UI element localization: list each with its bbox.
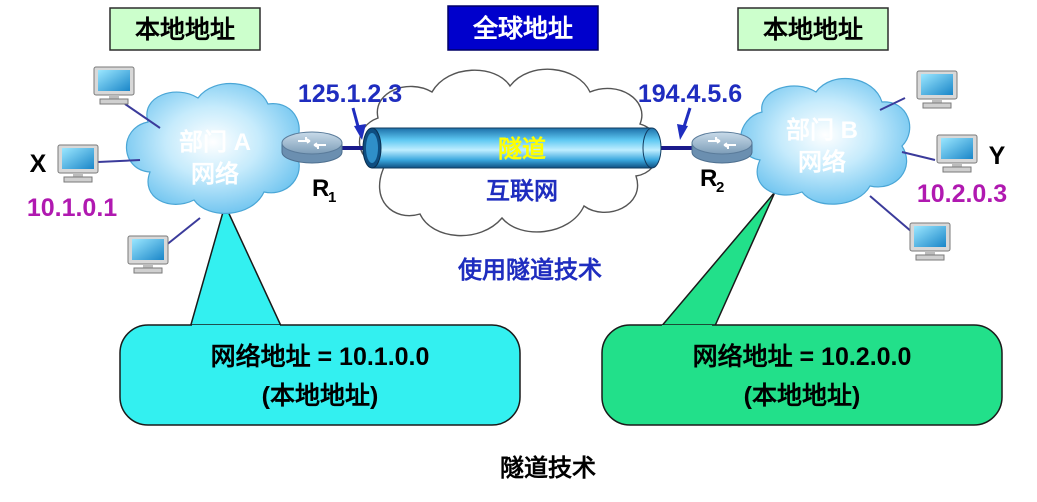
- dept-a-label-line1: 部门 A: [179, 128, 251, 156]
- callout-left-line2: (本地地址): [262, 382, 379, 410]
- link-pc-b-top: [879, 97, 906, 111]
- pc-icon-y: [936, 134, 978, 173]
- internet-label: 互联网: [486, 178, 558, 205]
- ip-arrow-r1: [351, 107, 366, 140]
- tunnel-label: 隧道: [498, 135, 546, 163]
- using-tunnel-label: 使用隧道技术: [457, 256, 602, 284]
- local-address-box-left: 本地地址: [109, 7, 261, 51]
- dept-b-cloud: [740, 77, 911, 205]
- dept-a-label-line2: 网络: [191, 160, 239, 188]
- global-address-box: 全球地址: [447, 5, 599, 51]
- router-r2-label: R 2: [700, 165, 724, 196]
- callout-right: 网络地址 = 10.2.0.0 (本地地址): [601, 324, 1003, 426]
- ip-label-r1: 125.1.2.3: [298, 80, 402, 108]
- link-pc-x: [97, 159, 141, 163]
- callout-tail-left: [189, 202, 284, 329]
- router-r1-label: R 1: [312, 175, 336, 206]
- link-pc-a-top: [124, 103, 161, 129]
- dept-b-label-line1: 部门 B: [786, 116, 858, 144]
- router-r1-icon: [281, 131, 343, 164]
- ip-label-x: 10.1.0.1: [27, 194, 117, 222]
- link-pc-y: [901, 151, 936, 161]
- router-r2-letter: R: [700, 165, 717, 192]
- router-r2-subscript: 2: [716, 179, 724, 196]
- callout-left: 网络地址 = 10.1.0.0 (本地地址): [119, 324, 521, 426]
- local-address-label-right: 本地地址: [763, 16, 863, 44]
- pc-icon-b-bottom: [909, 222, 951, 261]
- pc-icon-b-top: [916, 70, 958, 109]
- router-r1-subscript: 1: [328, 189, 336, 206]
- tunnel-tube: 隧道: [362, 127, 662, 169]
- host-y-label: Y: [989, 142, 1006, 170]
- ip-label-r2: 194.4.5.6: [638, 80, 742, 108]
- router-r1-letter: R: [312, 175, 329, 202]
- router-r2-icon: [691, 131, 753, 164]
- link-pc-b-bottom: [869, 195, 913, 233]
- host-x-label: X: [30, 150, 47, 178]
- ip-arrow-r2: [677, 107, 692, 140]
- pc-icon-a-top: [93, 66, 135, 105]
- local-address-box-right: 本地地址: [737, 7, 889, 51]
- local-address-label-left: 本地地址: [135, 16, 235, 44]
- ip-label-y: 10.2.0.3: [917, 180, 1007, 208]
- pc-icon-x: [57, 144, 99, 183]
- pc-icon-a-bottom: [127, 235, 169, 274]
- callout-right-line2: (本地地址): [744, 382, 861, 410]
- global-address-label: 全球地址: [472, 14, 573, 43]
- dept-b-label-line2: 网络: [798, 148, 846, 176]
- callout-left-line1: 网络地址 = 10.1.0.0: [211, 342, 430, 371]
- figure-caption: 隧道技术: [500, 454, 596, 482]
- callout-right-line1: 网络地址 = 10.2.0.0: [693, 342, 912, 371]
- callout-tail-right: [658, 191, 776, 329]
